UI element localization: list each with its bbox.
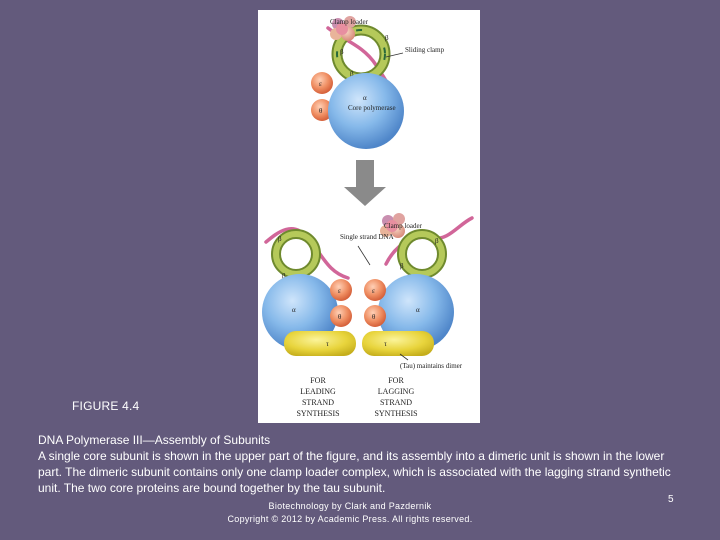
pointer-sliding-clamp xyxy=(385,52,404,58)
figure-panel: β β β Clamp loader Sliding clamp ε θ α C… xyxy=(258,10,480,423)
beta-label-left-2: β xyxy=(282,272,286,280)
epsilon-subunit-left xyxy=(330,279,352,301)
tau-label-left: τ xyxy=(326,340,329,348)
alpha-label-top: α xyxy=(363,94,367,102)
clamp-loader-top xyxy=(330,16,356,41)
slide-footer: Biotechnology by Clark and Pazdernik Cop… xyxy=(190,500,510,526)
lagging-label-line3: STRAND xyxy=(380,398,412,407)
theta-subunit-left xyxy=(330,305,352,327)
beta-label-top-bottom: β xyxy=(350,70,354,78)
figure-caption: DNA Polymerase III—Assembly of Subunits … xyxy=(38,432,678,496)
tau-subunit-left xyxy=(284,331,356,356)
caption-title: DNA Polymerase III—Assembly of Subunits xyxy=(38,433,271,447)
alpha-label-left: α xyxy=(292,306,296,314)
core-polymerase-top xyxy=(328,73,404,149)
leading-label-line2: LEADING xyxy=(300,387,336,396)
clamp-loader-label-top: Clamp loader xyxy=(330,18,369,26)
lagging-strand-label: FOR LAGGING STRAND SYNTHESIS xyxy=(374,376,417,418)
leading-strand-label: FOR LEADING STRAND SYNTHESIS xyxy=(296,376,339,418)
clamp-loader-label-top-text: Clamp loader xyxy=(330,18,369,26)
clamp-loader-bottom xyxy=(380,213,405,238)
figure-number: FIGURE 4.4 xyxy=(72,399,140,413)
assembly-arrow xyxy=(344,160,386,206)
dna-polymerase-diagram: β β β Clamp loader Sliding clamp ε θ α C… xyxy=(262,16,474,418)
beta-label-top-left: β xyxy=(340,48,344,56)
tau-subunit-right xyxy=(362,331,434,356)
core-polymerase-label: Core polymerase xyxy=(348,104,396,112)
sliding-clamp-label: Sliding clamp xyxy=(405,46,445,54)
pointer-single-strand xyxy=(357,245,371,266)
footer-book-credit: Biotechnology by Clark and Pazdernik xyxy=(268,501,432,511)
caption-body: A single core subunit is shown in the up… xyxy=(38,449,671,495)
beta-label-right-1: β xyxy=(435,237,439,245)
sliding-clamp-left xyxy=(271,229,321,279)
theta-label-left: θ xyxy=(338,313,342,321)
leading-label-line4: SYNTHESIS xyxy=(296,409,339,418)
single-strand-dna-label: Single strand DNA xyxy=(340,233,394,241)
clamp-loader-label-bottom: Clamp loader xyxy=(384,222,423,230)
lagging-label-line4: SYNTHESIS xyxy=(374,409,417,418)
epsilon-subunit-right xyxy=(364,279,386,301)
epsilon-subunit-top xyxy=(311,72,333,94)
alpha-label-right: α xyxy=(416,306,420,314)
top-assembly: β β β Clamp loader Sliding clamp ε θ α C… xyxy=(311,16,445,149)
leading-label-line1: FOR xyxy=(310,376,326,385)
sliding-clamp-right xyxy=(397,229,447,279)
theta-label-right: θ xyxy=(372,313,376,321)
lagging-label-line2: LAGGING xyxy=(378,387,415,396)
beta-label-right-2: β xyxy=(400,262,404,270)
theta-subunit-top xyxy=(311,99,333,121)
leading-label-line3: STRAND xyxy=(302,398,334,407)
beta-label-top-right: β xyxy=(385,34,389,42)
page-number: 5 xyxy=(668,494,674,505)
tau-note-label: (Tau) maintains dimer xyxy=(400,362,463,370)
bottom-assembly: β β β β Clamp loader Single strand DNA α… xyxy=(262,213,474,418)
epsilon-label-right: ε xyxy=(372,287,375,295)
theta-label-top: θ xyxy=(319,107,323,115)
pointer-tau xyxy=(399,353,409,361)
epsilon-label-top: ε xyxy=(319,80,322,88)
epsilon-label-left: ε xyxy=(338,287,341,295)
lagging-label-line1: FOR xyxy=(388,376,404,385)
tau-label-right: τ xyxy=(384,340,387,348)
theta-subunit-right xyxy=(364,305,386,327)
footer-copyright: Copyright © 2012 by Academic Press. All … xyxy=(227,514,473,524)
beta-label-left-1: β xyxy=(278,235,282,243)
